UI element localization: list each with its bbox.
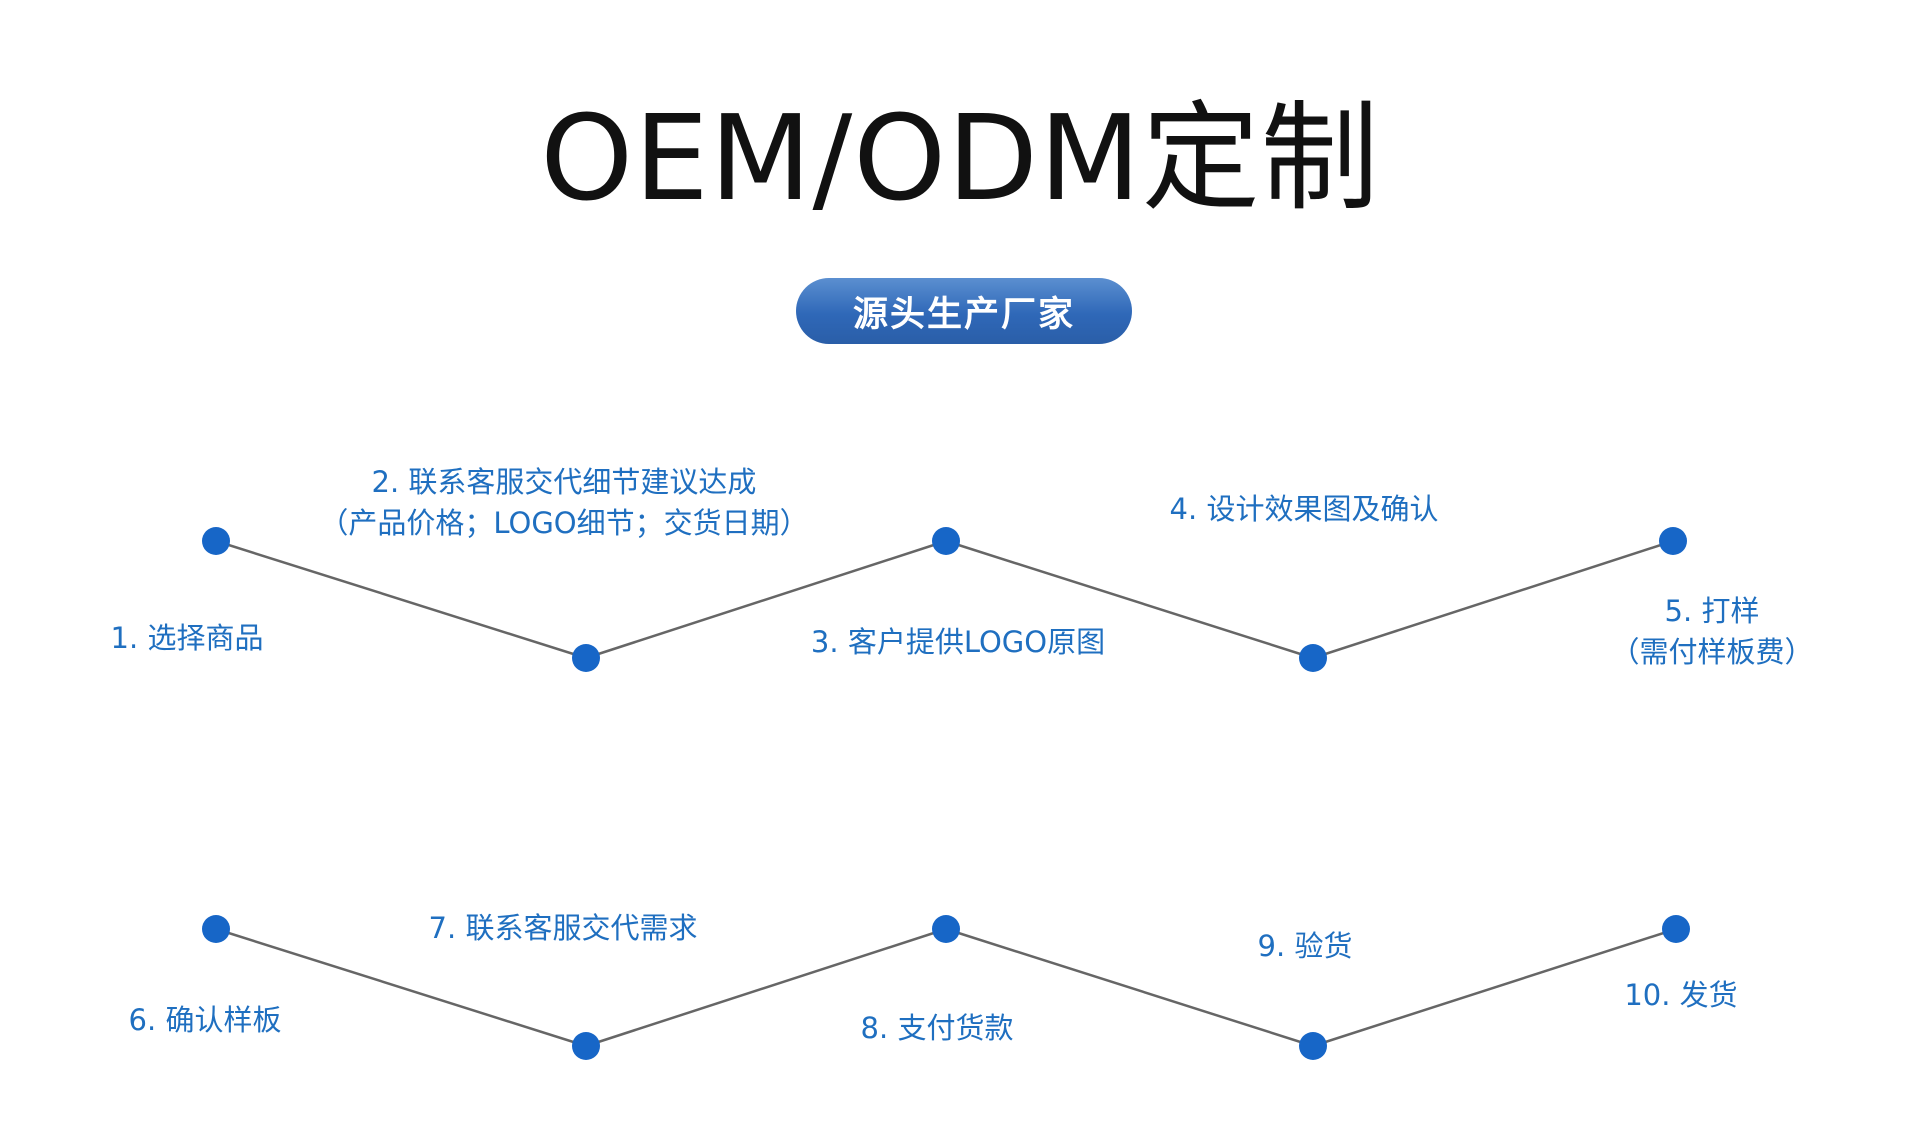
step-2-node — [572, 644, 600, 672]
step-3-label: 3. 客户提供LOGO原图 — [811, 622, 1105, 663]
step-4-node — [1299, 644, 1327, 672]
connector-6-7 — [215, 927, 587, 1048]
step-1-label: 1. 选择商品 — [111, 618, 264, 659]
step-4-label: 4. 设计效果图及确认 — [1170, 489, 1439, 530]
step-3-text: 3. 客户提供LOGO原图 — [810, 625, 1106, 659]
connector-1-2 — [215, 539, 587, 660]
connector-9-10 — [1312, 927, 1677, 1048]
step-5-subtext: （需付样板费） — [1610, 635, 1814, 669]
step-9-text: 9. 验货 — [1257, 929, 1353, 963]
factory-badge: 源头生产厂家 — [796, 278, 1132, 344]
step-6-node — [202, 915, 230, 943]
step-7-node — [572, 1032, 600, 1060]
nodes — [202, 527, 1690, 1060]
step-10-text: 10. 发货 — [1624, 978, 1738, 1012]
step-10-label: 10. 发货 — [1624, 975, 1737, 1016]
step-3-node — [932, 527, 960, 555]
step-9-node — [1299, 1032, 1327, 1060]
step-4-text: 4. 设计效果图及确认 — [1169, 492, 1439, 526]
page-title: OEM/ODM定制 — [540, 89, 1380, 227]
step-10-node — [1662, 915, 1690, 943]
step-2-subtext: （产品价格；LOGO细节；交货日期） — [319, 506, 809, 540]
step-8-label: 8. 支付货款 — [861, 1008, 1014, 1049]
connector-8-9 — [945, 927, 1314, 1048]
step-1-text: 1. 选择商品 — [110, 621, 264, 655]
step-5-node — [1659, 527, 1687, 555]
step-8-text: 8. 支付货款 — [860, 1011, 1014, 1045]
step-9-label: 9. 验货 — [1258, 926, 1353, 967]
step-5-text: 5. 打样 — [1664, 594, 1760, 628]
connector-7-8 — [585, 927, 947, 1048]
step-6-text: 6. 确认样板 — [128, 1003, 282, 1037]
row-1-connectors — [215, 539, 1674, 660]
step-1-node — [202, 527, 230, 555]
step-2-text: 2. 联系客服交代细节建议达成 — [371, 465, 757, 499]
step-5-label: 5. 打样 （需付样板费） — [1610, 591, 1813, 673]
connector-3-4 — [945, 539, 1314, 660]
step-7-label: 7. 联系客服交代需求 — [429, 908, 698, 949]
connector-2-3 — [585, 539, 947, 660]
step-2-label: 2. 联系客服交代细节建议达成 （产品价格；LOGO细节；交货日期） — [319, 462, 808, 544]
row-2-connectors — [215, 927, 1677, 1048]
connector-4-5 — [1312, 539, 1674, 660]
step-6-label: 6. 确认样板 — [129, 1000, 282, 1041]
step-8-node — [932, 915, 960, 943]
step-7-text: 7. 联系客服交代需求 — [428, 911, 698, 945]
